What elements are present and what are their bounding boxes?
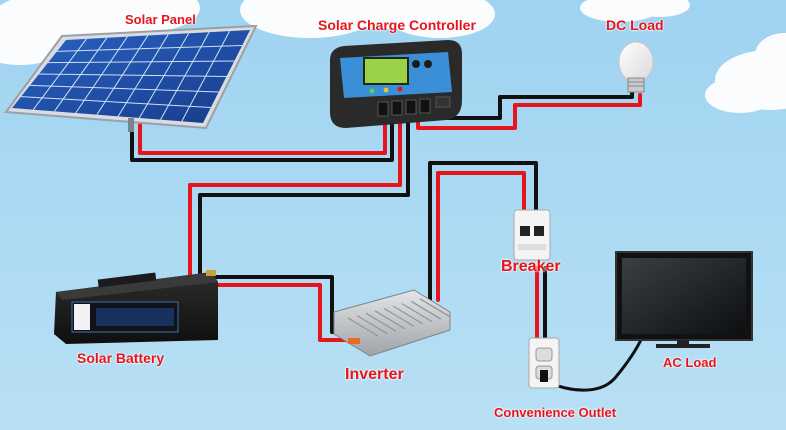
inverter-heatsink-fins	[347, 298, 451, 337]
label-breaker: Breaker	[501, 258, 561, 275]
ac-load-tv	[615, 251, 753, 348]
charge-controller	[330, 40, 462, 128]
cloud-right	[705, 33, 786, 113]
dc-load-bulb	[618, 41, 654, 93]
label-charge-controller: Solar Charge Controller	[318, 17, 476, 33]
panel-grid-line	[56, 45, 243, 52]
label-dc-load: DC Load	[606, 17, 664, 33]
controller-led-row	[369, 86, 403, 94]
wire-panel-positive	[138, 118, 387, 155]
wire-breaker-positive	[436, 171, 526, 302]
panel-grid-line	[29, 84, 219, 93]
panel-grid-line	[38, 73, 227, 77]
panel-cell-grid	[20, 30, 243, 122]
wire-inverter-positive	[210, 283, 354, 342]
inverter-fin	[401, 303, 433, 323]
solar-battery	[54, 270, 218, 344]
panel-grid-line	[20, 96, 211, 108]
inverter-fin	[365, 312, 397, 332]
wire-battery-positive	[188, 118, 402, 287]
panel-stand	[128, 118, 134, 132]
label-convenience-outlet: Convenience Outlet	[494, 405, 617, 420]
label-ac-load: AC Load	[663, 355, 717, 370]
inverter-fin	[410, 300, 442, 320]
wire-breaker-negative	[428, 161, 538, 302]
cloud-small	[580, 0, 690, 22]
inverter-fin	[374, 310, 406, 330]
label-solar-battery: Solar Battery	[77, 350, 165, 366]
wire-dcload-negative	[422, 91, 634, 120]
solar-panel	[4, 24, 258, 132]
panel-grid-line	[47, 60, 235, 64]
wire-dcload-positive	[416, 93, 642, 130]
inverter-fin	[347, 317, 379, 337]
inverter	[333, 289, 451, 357]
controller-terminals	[377, 96, 451, 117]
cloud-center	[240, 0, 495, 38]
inverter-fin	[419, 298, 451, 318]
inverter-fin	[356, 315, 388, 335]
controller-buttons	[412, 60, 432, 68]
controller-lcd	[363, 57, 409, 85]
outlet-plug	[540, 370, 548, 382]
wire-panel-negative	[130, 118, 394, 162]
wires	[130, 91, 647, 392]
label-solar-panel: Solar Panel	[125, 12, 196, 27]
label-inverter: Inverter	[345, 366, 404, 383]
wire-acload-cord	[546, 328, 647, 392]
inverter-fin	[392, 305, 424, 325]
convenience-outlet	[528, 337, 560, 389]
breaker	[513, 209, 551, 261]
inverter-fin	[383, 307, 415, 327]
